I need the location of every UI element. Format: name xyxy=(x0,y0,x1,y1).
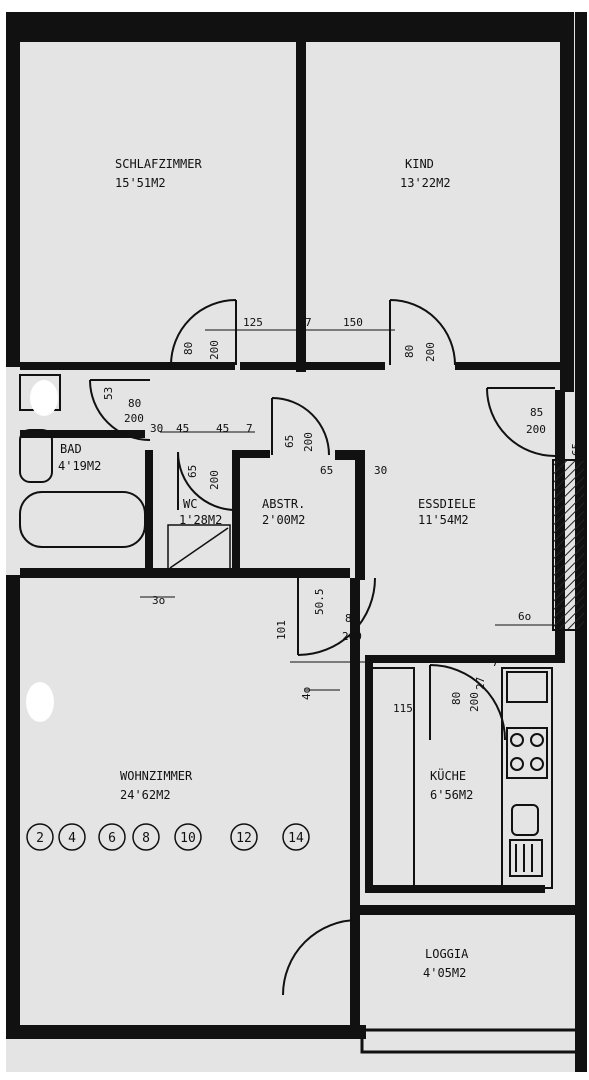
dim-200-d: 200 xyxy=(302,432,315,452)
dim-27: 27 xyxy=(474,677,487,690)
dim-7-c: 7 xyxy=(492,656,499,669)
bathtub xyxy=(19,491,146,548)
punch-hole-top xyxy=(30,380,58,416)
room-area-wohnzimmer: 24'62M2 xyxy=(120,788,171,802)
stair-steps: 2 4 6 8 10 12 14 xyxy=(26,823,310,851)
dim-200-b: 200 xyxy=(424,342,437,362)
dim-30-b: 30 xyxy=(374,464,387,477)
dim-150: 150 xyxy=(343,316,363,329)
stove xyxy=(506,727,548,779)
step-2: 2 xyxy=(36,831,44,846)
room-name-wohnzimmer: WOHNZIMMER xyxy=(120,769,193,783)
room-name-wc: WC xyxy=(183,497,197,511)
dim-4o: 4o xyxy=(300,687,313,700)
room-name-kueche: KÜCHE xyxy=(430,767,466,783)
dim-65-d: 65 xyxy=(570,443,583,456)
fridge xyxy=(506,671,548,703)
punch-hole-bottom xyxy=(26,682,54,722)
dim-200-e: 200 xyxy=(208,470,221,490)
dimension-lines xyxy=(140,329,555,691)
dim-85: 85 xyxy=(530,406,543,419)
dim-200-h: 200 xyxy=(468,692,481,712)
dim-200-a: 200 xyxy=(208,340,221,360)
dim-101: 101 xyxy=(275,620,288,640)
kitchen-counter-right xyxy=(501,667,553,889)
room-area-schlafzimmer: 15'51M2 xyxy=(115,176,166,190)
dim-125: 125 xyxy=(243,316,263,329)
room-area-kueche: 6'56M2 xyxy=(430,788,473,802)
dim-80-b: 80 xyxy=(403,345,416,358)
dim-7-b: 7 xyxy=(246,422,253,435)
dim-115: 115 xyxy=(393,702,413,715)
step-10: 10 xyxy=(180,831,196,846)
dim-80-f: 80 xyxy=(450,692,463,705)
door-swings xyxy=(89,299,556,996)
room-labels: SCHLAFZIMMER 15'51M2 KIND 13'22M2 BAD 4'… xyxy=(58,157,476,980)
room-area-loggia: 4'05M2 xyxy=(423,966,466,980)
room-name-bad: BAD xyxy=(60,442,82,456)
room-area-abstr: 2'00M2 xyxy=(262,513,305,527)
room-area-essdiele: 11'54M2 xyxy=(418,513,469,527)
dim-30: 30 xyxy=(150,422,163,435)
step-6: 6 xyxy=(108,831,116,846)
dim-7: 7 xyxy=(305,316,312,329)
dim-65-c: 65 xyxy=(320,464,333,477)
room-name-essdiele: ESSDIELE xyxy=(418,497,476,511)
dim-45-a: 45 xyxy=(176,422,189,435)
dimension-labels: 125 7 150 80 200 80 200 53 80 200 30 45 … xyxy=(102,316,583,715)
step-8: 8 xyxy=(142,831,150,846)
dim-65-b: 65 xyxy=(186,465,199,478)
dim-45-b: 45 xyxy=(216,422,229,435)
step-12: 12 xyxy=(236,831,252,846)
room-area-wc: 1'28M2 xyxy=(179,513,222,527)
step-14: 14 xyxy=(288,831,304,846)
room-name-abstr: ABSTR. xyxy=(262,497,305,511)
dim-3o: 3o xyxy=(152,594,165,607)
washbasin xyxy=(19,429,53,483)
dim-50-5: 50.5 xyxy=(313,589,326,616)
room-name-schlafzimmer: SCHLAFZIMMER xyxy=(115,157,202,171)
dim-200-c: 200 xyxy=(124,412,144,425)
dim-80-e: 80 xyxy=(345,612,358,625)
room-area-bad: 4'19M2 xyxy=(58,459,101,473)
dim-200-g: 200 xyxy=(342,630,362,643)
kitchen-counter-left xyxy=(371,667,415,889)
room-name-loggia: LOGGIA xyxy=(425,947,469,961)
dim-53: 53 xyxy=(102,387,115,400)
step-4: 4 xyxy=(68,831,76,846)
entry-symbol xyxy=(167,524,231,571)
dim-80-a: 80 xyxy=(182,342,195,355)
loggia-railing xyxy=(360,1028,584,1054)
kitchen-fixtures xyxy=(371,667,553,889)
hatched-wall xyxy=(552,459,586,631)
dim-80-c: 80 xyxy=(128,397,141,410)
dim-65-a: 65 xyxy=(283,435,296,448)
drainboard xyxy=(509,839,543,877)
room-name-kind: KIND xyxy=(405,157,434,171)
room-area-kind: 13'22M2 xyxy=(400,176,451,190)
sink xyxy=(511,804,539,836)
dim-200-f: 200 xyxy=(526,423,546,436)
dim-6o: 6o xyxy=(518,610,531,623)
